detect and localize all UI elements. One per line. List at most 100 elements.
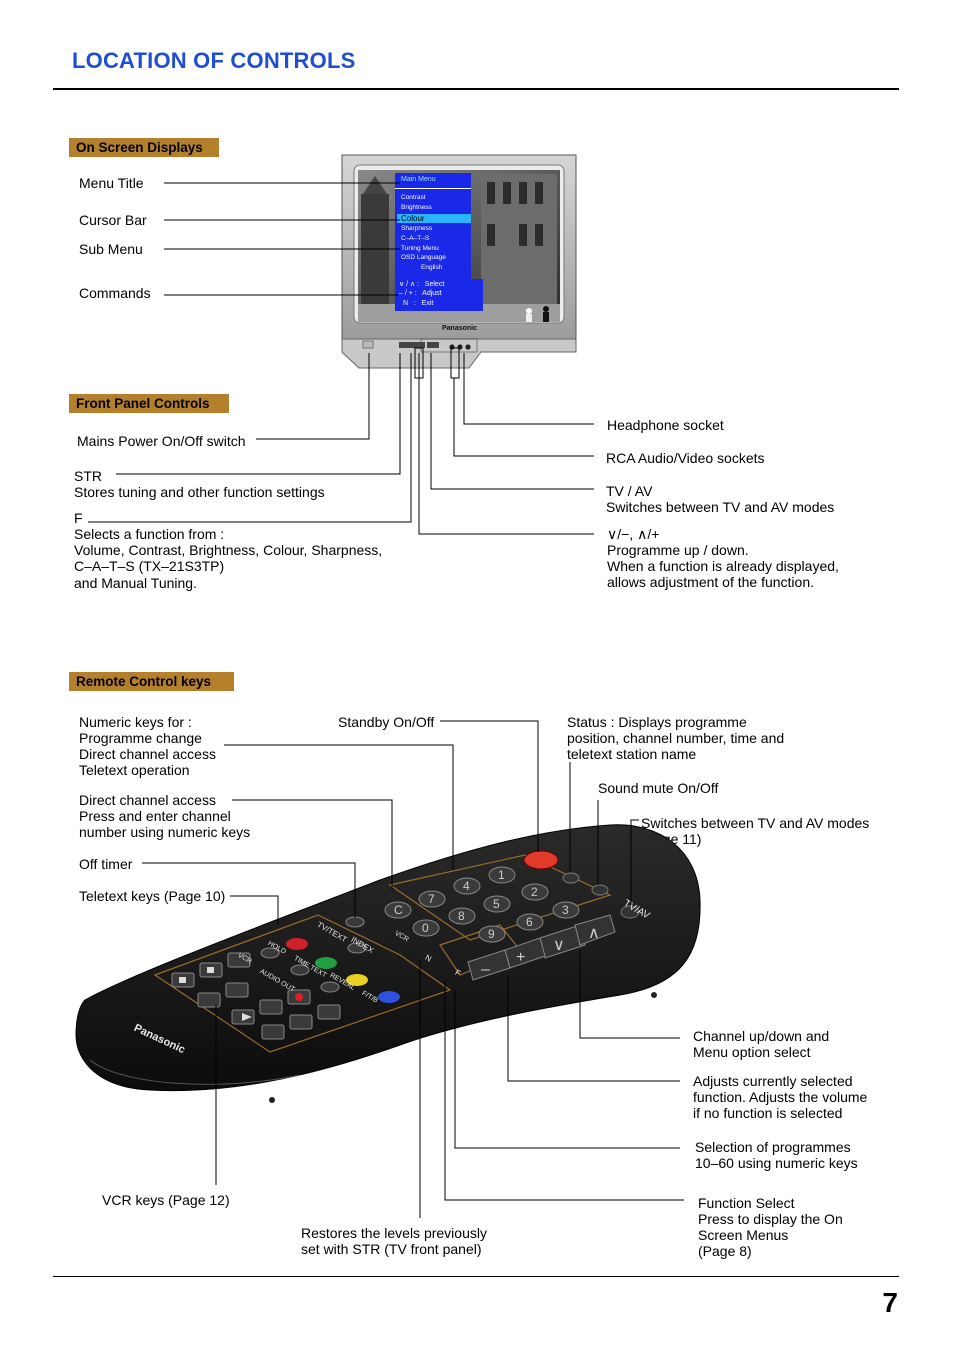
remote-label-tvav: TV/AV	[621, 898, 652, 922]
osd-command: – / + : Adjust	[399, 290, 442, 297]
remote-adjusts-line: if no function is selected	[693, 1105, 843, 1121]
remote-selection-line: Selection of programmes	[695, 1139, 851, 1155]
front-f-line: Selects a function from :	[74, 526, 225, 542]
front-rca-label: RCA Audio/Video sockets	[606, 450, 765, 466]
svg-text:C: C	[394, 903, 403, 917]
remote-label-reveal: REVEAL	[328, 972, 356, 992]
remote-numeric-line: Direct channel access	[79, 746, 216, 762]
remote-brand-logo: Panasonic	[131, 1022, 187, 1057]
remote-status-line: Status : Displays programme	[567, 714, 747, 730]
front-f-title: F	[74, 510, 83, 526]
remote-label-ftb: F/T/B	[360, 990, 379, 1005]
remote-label-hold: HOLD	[266, 940, 287, 956]
remote-label-index: INDEX	[349, 935, 376, 956]
remote-label-audio-out: AUDIO OUT	[258, 968, 296, 994]
front-f-line: Volume, Contrast, Brightness, Colour, Sh…	[74, 542, 383, 558]
front-prog-line: Programme up / down.	[607, 542, 749, 558]
remote-function-line: Screen Menus	[698, 1227, 789, 1243]
osd-item: Contrast	[401, 194, 426, 201]
front-tvav-title: TV / AV	[606, 483, 653, 499]
remote-teletext-label: Teletext keys (Page 10)	[79, 888, 226, 904]
remote-switches-line: (Page 11)	[641, 831, 702, 847]
osd-item-selected: Colour	[401, 214, 425, 223]
remote-restores-line: Restores the levels previously	[301, 1225, 487, 1241]
osd-main-menu: Main Menu Contrast Brightness Colour Sha…	[395, 173, 471, 279]
remote-label-vcr2: VCR	[393, 930, 410, 944]
remote-mute-label: Sound mute On/Off	[598, 780, 719, 796]
remote-channel-line: Channel up/down and	[693, 1028, 830, 1044]
remote-numeric-line: Programme change	[79, 730, 202, 746]
remote-channel-line: Menu option select	[693, 1044, 811, 1060]
remote-status-line: teletext station name	[567, 746, 697, 762]
remote-off-timer-label: Off timer	[79, 856, 133, 872]
front-panel-heading: Front Panel Controls	[69, 394, 229, 413]
svg-text:–: –	[481, 961, 490, 978]
remote-numeric-line: Teletext operation	[79, 762, 190, 778]
front-headphone-label: Headphone socket	[607, 417, 724, 433]
osd-item: Brightness	[401, 204, 432, 211]
remote-numeric-line: Numeric keys for :	[79, 714, 192, 730]
osd-label-sub-menu: Sub Menu	[79, 241, 143, 257]
osd-item: C–A–T–S	[401, 235, 430, 242]
footer-rule	[53, 1276, 899, 1277]
remote-selection-line: 10–60 using numeric keys	[695, 1155, 858, 1171]
osd-menu-title: Main Menu	[401, 176, 436, 183]
front-str-title: STR	[74, 468, 102, 484]
tv-brand-logo: Panasonic	[442, 325, 478, 332]
remote-standby-label: Standby On/Off	[338, 714, 435, 730]
front-f-line: and Manual Tuning.	[74, 575, 197, 591]
svg-text:∧: ∧	[588, 925, 600, 942]
front-prog-line: allows adjustment of the function.	[607, 574, 815, 590]
svg-text:1: 1	[498, 868, 505, 882]
remote-label-timetext: TIME TEXT	[292, 955, 328, 980]
front-prog-title: ∨/−, ∧/+	[607, 526, 660, 542]
svg-text:+: +	[516, 949, 525, 966]
remote-vcr-label: VCR keys (Page 12)	[102, 1192, 230, 1208]
osd-label-cursor-bar: Cursor Bar	[79, 212, 147, 228]
osd-command: ∨ / ∧ : Select	[399, 281, 445, 288]
remote-status-line: position, channel number, time and	[567, 730, 785, 746]
svg-text:4: 4	[463, 879, 470, 893]
osd-heading: On Screen Displays	[69, 138, 219, 157]
svg-text:∨: ∨	[553, 937, 565, 954]
remote-function-line: (Page 8)	[698, 1243, 752, 1259]
svg-text:7: 7	[428, 892, 435, 906]
osd-item: Sharpness	[401, 225, 433, 232]
header-rule	[53, 88, 899, 90]
remote-label-f: F	[453, 968, 463, 979]
page-number: 7	[882, 1287, 898, 1318]
remote-function-line: Function Select	[698, 1195, 795, 1211]
remote-label-vcr: VCR	[236, 952, 253, 966]
osd-commands-box: ∨ / ∧ : Select – / + : Adjust N : Exit	[395, 279, 483, 311]
remote-direct-line: Direct channel access	[79, 792, 216, 808]
svg-text:3: 3	[562, 903, 569, 917]
remote-heading: Remote Control keys	[69, 672, 234, 691]
front-f-line: C–A–T–S (TX–21S3TP)	[74, 558, 225, 574]
osd-item: English	[421, 264, 443, 271]
remote-switches-line: Switches between TV and AV modes	[641, 815, 870, 831]
remote-adjusts-line: function. Adjusts the volume	[693, 1089, 868, 1105]
page-title: LOCATION OF CONTROLS	[72, 48, 356, 73]
svg-text:2: 2	[531, 885, 538, 899]
remote-label-n: N	[423, 953, 434, 964]
remote-direct-line: number using numeric keys	[79, 824, 251, 840]
svg-text:9: 9	[488, 927, 495, 941]
svg-text:8: 8	[458, 909, 465, 923]
standby-button	[523, 850, 559, 870]
osd-command: N : Exit	[403, 300, 434, 307]
svg-text:6: 6	[526, 915, 533, 929]
remote-function-line: Press to display the On	[698, 1211, 843, 1227]
remote-restores-line: set with STR (TV front panel)	[301, 1241, 482, 1257]
osd-cursor-bar	[397, 214, 471, 223]
svg-text:0: 0	[422, 921, 429, 935]
osd-item: Tuning Menu	[401, 245, 439, 252]
front-tvav-desc: Switches between TV and AV modes	[606, 499, 835, 515]
front-prog-line: When a function is already displayed,	[607, 558, 839, 574]
front-str-desc: Stores tuning and other function setting…	[74, 484, 325, 500]
svg-text:5: 5	[493, 897, 500, 911]
front-mains-label: Mains Power On/Off switch	[77, 433, 246, 449]
osd-label-menu-title: Menu Title	[79, 175, 144, 191]
remote-label-tvtext: TV/TEXT	[315, 920, 349, 945]
osd-title-divider	[395, 188, 471, 189]
osd-item: OSD Language	[401, 254, 446, 261]
